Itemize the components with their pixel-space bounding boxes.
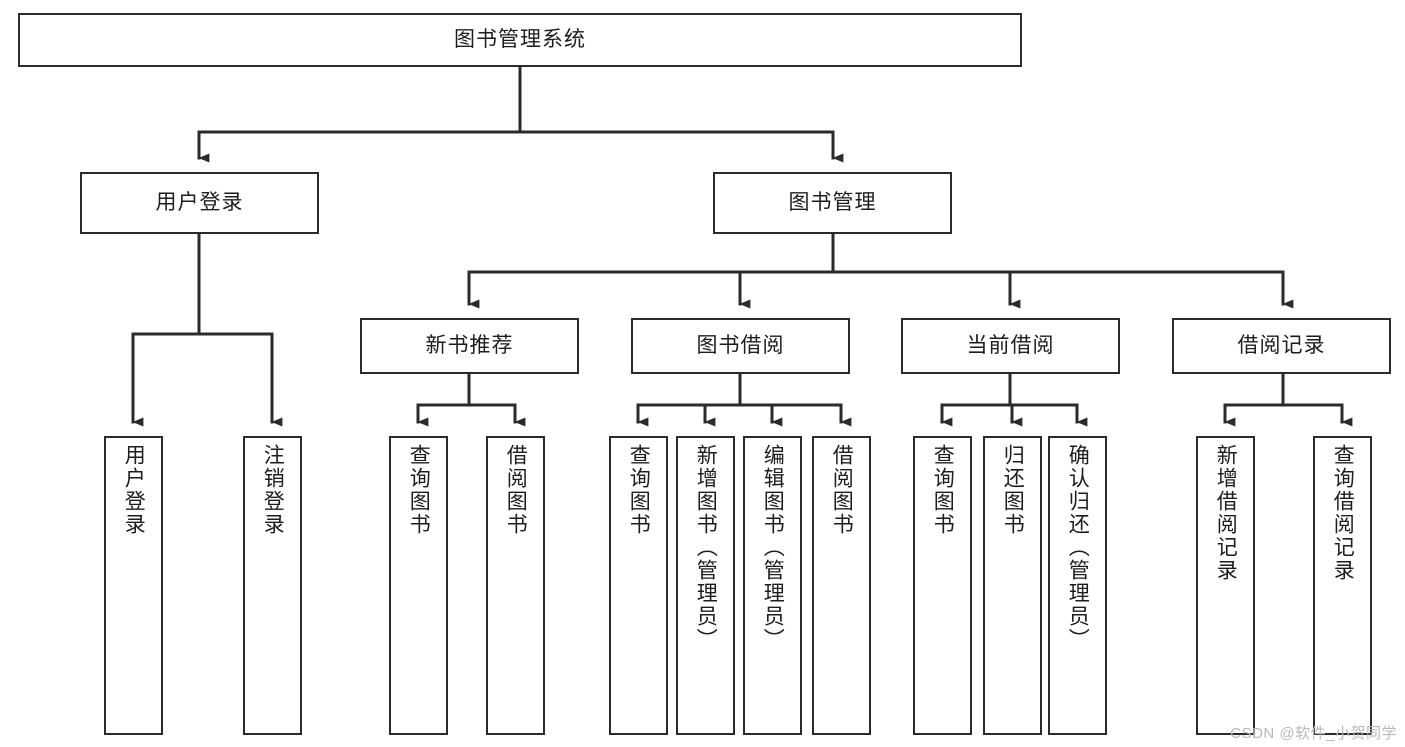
node-leaf-logout[interactable]: 注销登录 [243, 436, 302, 735]
node-new-book-recommend[interactable]: 新书推荐 [360, 318, 579, 374]
node-leaf-edit-book[interactable]: 编辑图书（管理员） [743, 436, 802, 735]
node-leaf-query-book-1-label: 查询图书 [407, 444, 431, 536]
node-leaf-borrow-book-2-label: 借阅图书 [830, 444, 854, 536]
node-leaf-query-book-2[interactable]: 查询图书 [609, 436, 668, 735]
node-book-management-label: 图书管理 [788, 191, 877, 215]
node-leaf-user-login[interactable]: 用户登录 [104, 436, 163, 735]
node-book-management[interactable]: 图书管理 [713, 172, 952, 234]
node-leaf-query-book-2-label: 查询图书 [627, 444, 651, 536]
node-leaf-query-record[interactable]: 查询借阅记录 [1313, 436, 1372, 735]
node-leaf-return-book-label: 归还图书 [1001, 444, 1025, 536]
node-leaf-add-book-label: 新增图书（管理员） [694, 444, 718, 651]
node-user-login-label: 用户登录 [155, 191, 244, 215]
node-book-borrow[interactable]: 图书借阅 [631, 318, 850, 374]
node-user-login[interactable]: 用户登录 [80, 172, 319, 234]
node-leaf-borrow-book-1[interactable]: 借阅图书 [486, 436, 545, 735]
node-borrow-record-label: 借阅记录 [1237, 334, 1326, 358]
node-leaf-add-record-label: 新增借阅记录 [1214, 444, 1238, 582]
node-leaf-add-book[interactable]: 新增图书（管理员） [676, 436, 735, 735]
node-root[interactable]: 图书管理系统 [18, 13, 1022, 67]
node-leaf-borrow-book-1-label: 借阅图书 [504, 444, 528, 536]
node-leaf-query-book-3[interactable]: 查询图书 [913, 436, 972, 735]
node-leaf-return-book[interactable]: 归还图书 [983, 436, 1042, 735]
node-leaf-edit-book-label: 编辑图书（管理员） [761, 444, 785, 651]
node-leaf-confirm-return[interactable]: 确认归还（管理员） [1048, 436, 1107, 735]
node-leaf-add-record[interactable]: 新增借阅记录 [1196, 436, 1255, 735]
node-leaf-confirm-return-label: 确认归还（管理员） [1066, 444, 1090, 651]
node-new-book-recommend-label: 新书推荐 [425, 334, 514, 358]
node-book-borrow-label: 图书借阅 [696, 334, 785, 358]
node-current-borrow-label: 当前借阅 [966, 334, 1055, 358]
node-leaf-query-book-3-label: 查询图书 [931, 444, 955, 536]
node-leaf-user-login-label: 用户登录 [122, 444, 146, 536]
node-leaf-borrow-book-2[interactable]: 借阅图书 [812, 436, 871, 735]
node-root-label: 图书管理系统 [454, 28, 586, 52]
node-leaf-query-book-1[interactable]: 查询图书 [389, 436, 448, 735]
node-current-borrow[interactable]: 当前借阅 [901, 318, 1120, 374]
node-borrow-record[interactable]: 借阅记录 [1172, 318, 1391, 374]
node-leaf-logout-label: 注销登录 [261, 444, 285, 536]
node-leaf-query-record-label: 查询借阅记录 [1331, 444, 1355, 582]
